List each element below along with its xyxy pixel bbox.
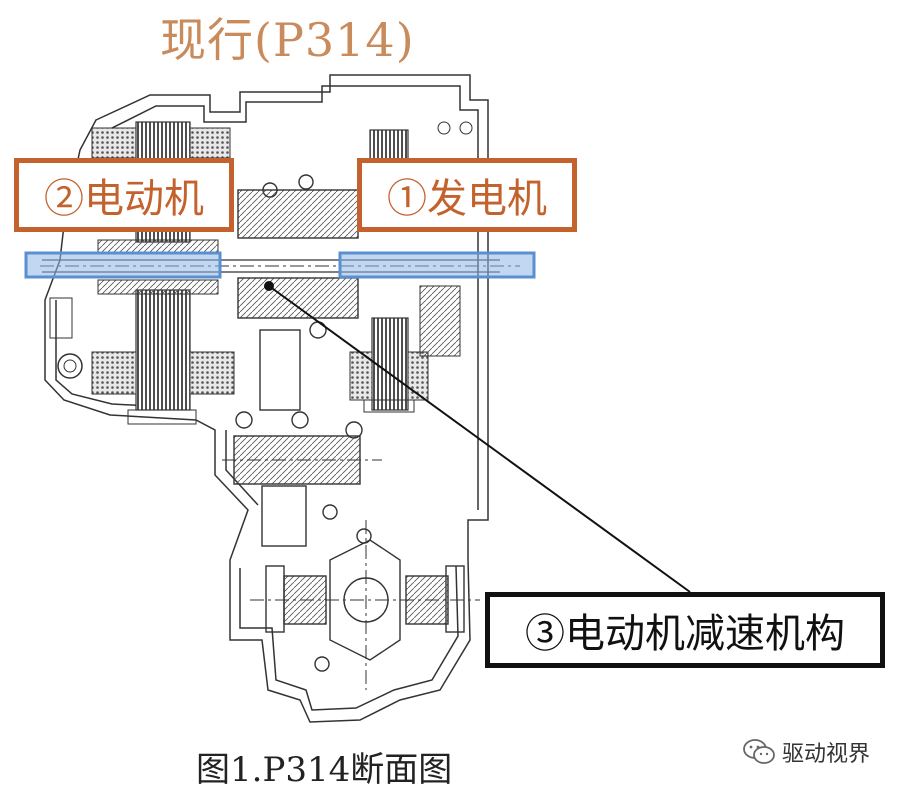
motor-label: ②电动机	[14, 158, 234, 232]
generator-label-text: ①发电机	[387, 176, 547, 222]
generator-label: ①发电机	[357, 158, 577, 232]
reduction-label: ③电动机减速机构	[485, 592, 885, 668]
housing-outline	[44, 74, 489, 723]
generator-shaft-highlight	[338, 251, 536, 279]
motor-label-text: ②电动机	[44, 176, 204, 222]
reduction-label-text: ③电动机减速机构	[525, 611, 845, 657]
gear-train	[233, 174, 363, 547]
reduction-leader-line	[268, 285, 691, 593]
watermark: 驱动视界	[742, 736, 870, 768]
figure-caption: 图1.P314断面图	[196, 750, 453, 790]
motor-shaft-highlight	[24, 251, 222, 279]
watermark-text: 驱动视界	[782, 742, 871, 767]
page-title: 现行(P314)	[160, 13, 415, 67]
reduction-leader-dot	[264, 281, 274, 291]
wechat-bubble-icon	[743, 739, 775, 764]
